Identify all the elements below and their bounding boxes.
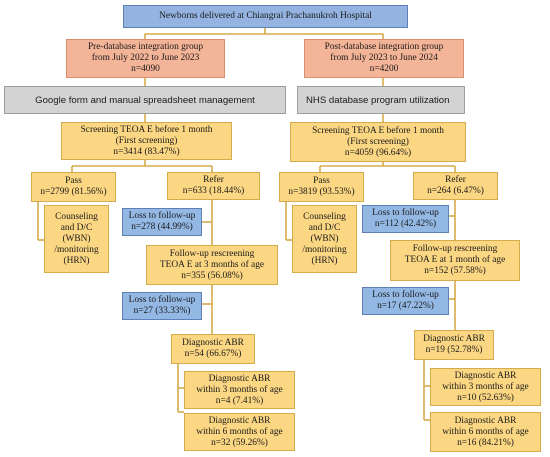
pre-rescreen-box: Follow-up rescreening TEOA E at 3 months… xyxy=(146,245,278,285)
pre-rescreen-line: TEOA E at 3 months of age xyxy=(159,259,265,270)
post-pass-box: Pass n=3819 (93.53%) xyxy=(279,172,364,202)
pre-abr3-box: Diagnostic ABR within 3 months of age n=… xyxy=(184,371,295,409)
post-refer-box: Refer n=264 (6.47%) xyxy=(413,172,498,200)
post-counseling-line: /monitoring xyxy=(302,244,347,255)
post-method-text: NHS database program utilization xyxy=(306,94,450,106)
post-group-box: Post-database integration group from Jul… xyxy=(304,39,464,78)
pre-rescreen-line: n=355 (56.08%) xyxy=(181,270,243,281)
post-counseling-line: (HRN) xyxy=(311,255,338,266)
post-abr-box: Diagnostic ABR n=19 (52.78%) xyxy=(414,330,494,360)
post-abr3-line: Diagnostic ABR xyxy=(454,370,517,381)
pre-abr6-line: within 6 months of age xyxy=(196,426,283,437)
pre-refer-line: Refer xyxy=(203,175,224,185)
post-counseling-line: and D/C xyxy=(308,222,341,233)
pre-counseling-line: /monitoring xyxy=(54,244,99,255)
pre-loss2-line: Loss to follow-up xyxy=(128,295,196,305)
pre-group-box: Pre-database integration group from July… xyxy=(66,39,225,78)
post-abr-line: n=19 (52.78%) xyxy=(425,345,483,355)
pre-group-line: Pre-database integration group xyxy=(87,42,204,52)
post-loss2-box: Loss to follow-up n=17 (47.22%) xyxy=(362,287,449,315)
post-loss2-line: n=17 (47.22%) xyxy=(377,301,434,311)
title-box: Newborns delivered at Chiangrai Prachanu… xyxy=(123,5,408,28)
pre-refer-line: n=633 (18.44%) xyxy=(182,186,245,196)
title-text: Newborns delivered at Chiangrai Prachanu… xyxy=(159,11,372,21)
pre-abr3-line: within 3 months of age xyxy=(196,384,283,395)
post-abr3-line: n=10 (52.63%) xyxy=(457,392,514,403)
pre-refer-box: Refer n=633 (18.44%) xyxy=(167,172,260,200)
post-loss2-line: Loss to follow-up xyxy=(372,290,439,300)
pre-loss1-line: Loss to follow-up xyxy=(128,211,196,221)
pre-method-text: Google form and manual spreadsheet manag… xyxy=(35,94,255,106)
pre-screening-line: n=3414 (83.47%) xyxy=(113,146,180,157)
post-refer-line: n=264 (6.47%) xyxy=(427,186,484,196)
pre-loss1-box: Loss to follow-up n=278 (44.99%) xyxy=(122,208,202,236)
pre-rescreen-line: Follow-up rescreening xyxy=(169,248,255,259)
post-group-line: from July 2023 to June 2024 xyxy=(330,53,438,63)
pre-loss2-box: Loss to follow-up n=27 (33.33%) xyxy=(122,292,202,320)
post-abr3-line: within 3 months of age xyxy=(442,381,529,392)
pre-counseling-line: (HRN) xyxy=(63,255,90,266)
pre-abr6-box: Diagnostic ABR within 6 months of age n=… xyxy=(184,413,295,451)
pre-loss1-line: n=278 (44.99%) xyxy=(131,222,193,232)
pre-group-line: from July 2022 to June 2023 xyxy=(91,53,200,63)
pre-abr6-line: Diagnostic ABR xyxy=(208,415,271,426)
post-rescreen-box: Follow-up rescreening TEOA E at 1 month … xyxy=(390,240,520,281)
pre-counseling-line: Counseling xyxy=(55,211,98,222)
pre-abr6-line: n=32 (59.26%) xyxy=(211,437,268,448)
pre-counseling-line: (WBN) xyxy=(62,233,91,244)
pre-abr3-line: Diagnostic ABR xyxy=(208,373,271,384)
pre-screening-line: Screening TEOA E before 1 month xyxy=(80,124,213,135)
pre-counseling-line: and D/C xyxy=(60,222,93,233)
post-abr-line: Diagnostic ABR xyxy=(423,334,485,344)
pre-abr3-line: n=4 (7.41%) xyxy=(215,395,264,406)
post-refer-line: Refer xyxy=(445,175,466,185)
pre-pass-line: n=2799 (81.56%) xyxy=(40,187,107,197)
post-rescreen-line: TEOA E at 1 month of age xyxy=(404,255,506,265)
pre-loss2-line: n=27 (33.33%) xyxy=(133,306,191,316)
post-counseling-line: Counseling xyxy=(303,211,346,222)
post-abr6-line: n=16 (84.21%) xyxy=(457,437,514,448)
post-pass-line: Pass xyxy=(313,176,330,186)
post-method-box: NHS database program utilization xyxy=(297,86,465,114)
post-counseling-line: (WBN) xyxy=(310,233,339,244)
post-abr3-box: Diagnostic ABR within 3 months of age n=… xyxy=(430,368,541,406)
post-abr6-line: within 6 months of age xyxy=(442,426,529,437)
pre-screening-line: (First screening) xyxy=(115,135,178,146)
pre-abr-line: Diagnostic ABR xyxy=(182,338,244,348)
post-screening-box: Screening TEOA E before 1 month (First s… xyxy=(290,122,466,162)
pre-screening-box: Screening TEOA E before 1 month (First s… xyxy=(61,122,232,160)
pre-method-box: Google form and manual spreadsheet manag… xyxy=(4,86,286,114)
post-rescreen-line: n=152 (57.58%) xyxy=(424,266,486,276)
pre-group-line: n=4090 xyxy=(131,64,160,74)
post-group-line: n=4200 xyxy=(369,64,399,74)
post-rescreen-line: Follow-up rescreening xyxy=(412,244,498,254)
post-counseling-box: Counseling and D/C (WBN) /monitoring (HR… xyxy=(292,205,357,273)
post-abr6-line: Diagnostic ABR xyxy=(454,415,517,426)
pre-pass-box: Pass n=2799 (81.56%) xyxy=(31,172,116,202)
pre-abr-box: Diagnostic ABR n=54 (66.67%) xyxy=(171,334,255,364)
post-screening-line: n=4059 (96.64%) xyxy=(344,147,412,158)
post-group-line: Post-database integration group xyxy=(324,42,444,52)
post-pass-line: n=3819 (93.53%) xyxy=(288,187,355,197)
post-abr6-box: Diagnostic ABR within 6 months of age n=… xyxy=(430,412,541,452)
pre-abr-line: n=54 (66.67%) xyxy=(184,349,242,359)
post-loss1-line: n=112 (42.42%) xyxy=(374,219,437,229)
post-loss1-box: Loss to follow-up n=112 (42.42%) xyxy=(362,205,449,233)
post-screening-line: Screening TEOA E before 1 month xyxy=(312,125,444,136)
post-screening-line: (First screening) xyxy=(347,136,409,147)
post-loss1-line: Loss to follow-up xyxy=(372,208,439,218)
pre-pass-line: Pass xyxy=(65,176,82,186)
pre-counseling-box: Counseling and D/C (WBN) /monitoring (HR… xyxy=(44,205,109,273)
